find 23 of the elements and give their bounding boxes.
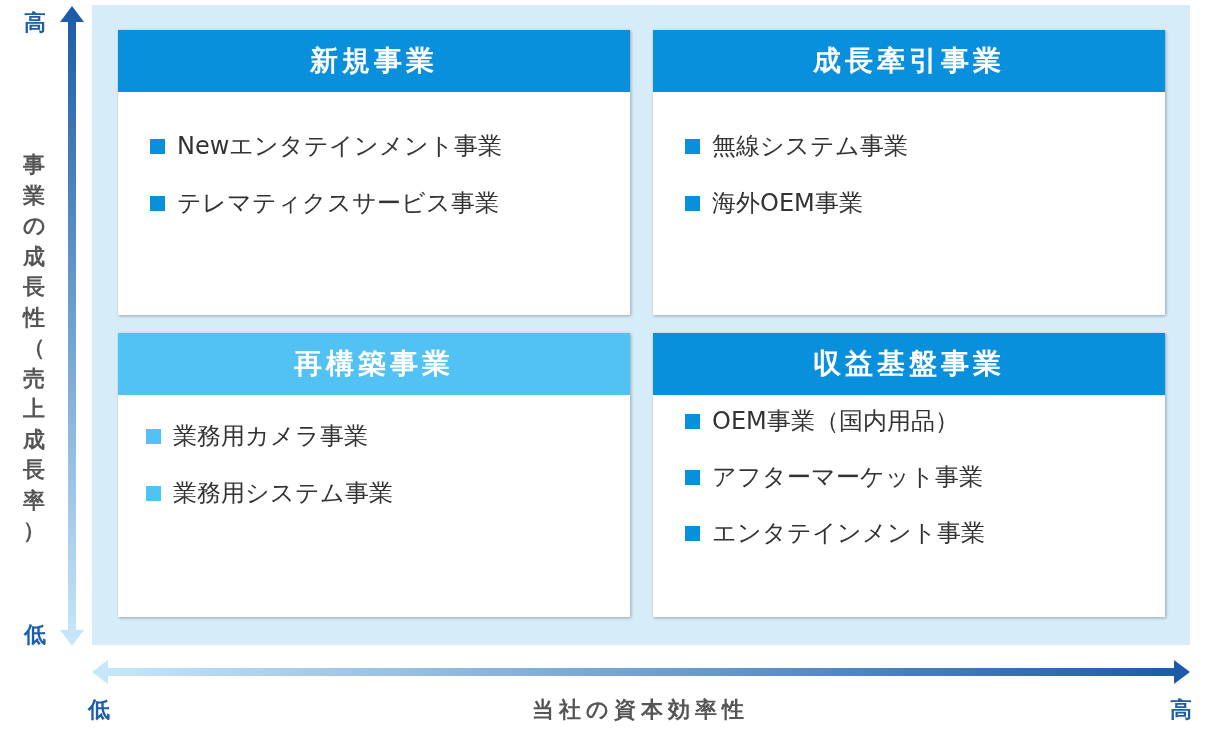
card-header: 新規事業 xyxy=(118,30,630,92)
list-item-text: 業務用システム事業 xyxy=(173,478,393,508)
list-item-text: Newエンタテインメント事業 xyxy=(177,131,503,161)
quadrant-card xyxy=(118,333,630,617)
quadrant-card xyxy=(653,333,1165,617)
quadrant-card xyxy=(653,30,1165,315)
list-item-text: テレマティクスサービス事業 xyxy=(177,188,499,218)
axis-title: 当社の資本効率性 xyxy=(531,696,749,724)
list-item-text: エンタテインメント事業 xyxy=(712,518,985,548)
list-item-text: アフターマーケット事業 xyxy=(712,462,983,492)
card-header: 再構築事業 xyxy=(118,333,630,395)
list-item-text: 業務用カメラ事業 xyxy=(173,421,368,451)
card-header: 成長牽引事業 xyxy=(653,30,1165,92)
list-item-text: 海外OEM事業 xyxy=(712,188,863,218)
list-item-text: 無線システム事業 xyxy=(712,131,908,161)
quadrant-card xyxy=(118,30,630,315)
axis-end-label: 高 xyxy=(1170,696,1192,724)
axis-title: 事業の成長性（売上成長率） xyxy=(22,151,46,545)
card-header: 収益基盤事業 xyxy=(653,333,1165,395)
axis-end-label: 高 xyxy=(24,9,46,37)
axis-end-label: 低 xyxy=(88,696,110,724)
list-item-text: OEM事業（国内用品） xyxy=(712,406,959,436)
axis-end-label: 低 xyxy=(24,621,46,649)
